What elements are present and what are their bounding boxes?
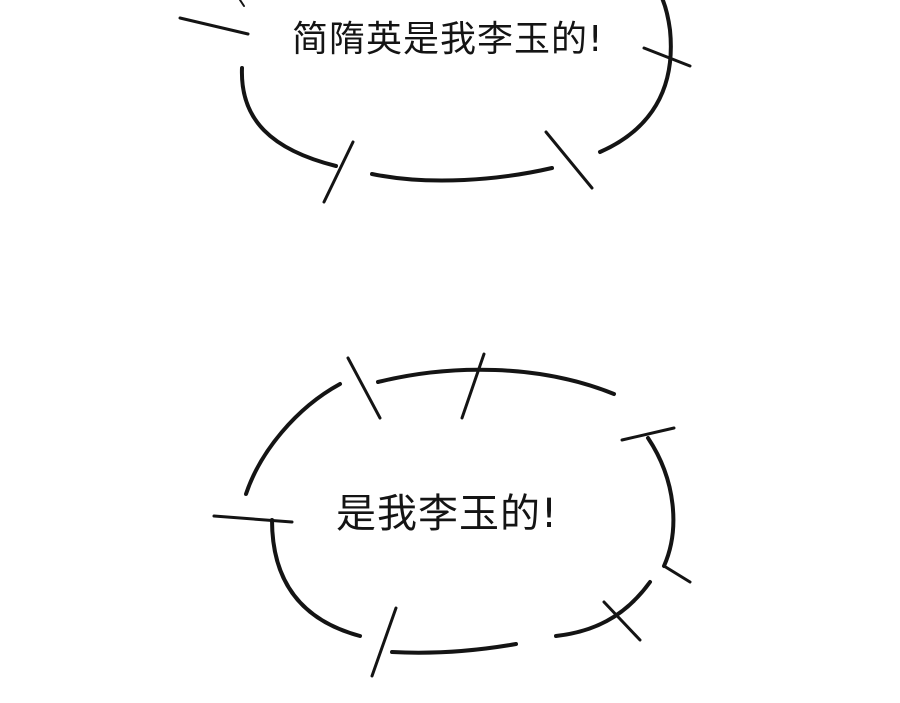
bubble-1-tick bbox=[642, 46, 692, 68]
bubble-2-outline-bottom bbox=[390, 642, 518, 655]
bubble-2-outline-top bbox=[376, 367, 616, 396]
bubble-2-outline-top-left bbox=[244, 382, 342, 496]
bubble-2-tick bbox=[460, 352, 486, 420]
bubble-2-outline-right bbox=[646, 436, 676, 568]
bubble-2-tick bbox=[370, 606, 398, 678]
bubble-2-tick bbox=[602, 600, 642, 642]
bubble-1-tick bbox=[239, 0, 245, 7]
speech-bubble-text: 是我李玉的! bbox=[336, 491, 559, 537]
bubble-1-outline-bottom bbox=[370, 166, 554, 183]
speech-bubble-text: 简隋英是我李玉的! bbox=[292, 19, 604, 60]
bubble-2-outline-left bbox=[270, 518, 362, 638]
bubble-1-tick bbox=[178, 16, 250, 36]
bubble-1-tick bbox=[322, 140, 355, 204]
bubble-1-outline-left bbox=[239, 66, 338, 168]
bubble-2-tick bbox=[620, 426, 676, 442]
bubble-1-tick bbox=[544, 130, 594, 190]
bubble-2-tick bbox=[346, 356, 382, 420]
bubble-2-tick bbox=[662, 564, 692, 584]
bubble-2-tick bbox=[212, 514, 294, 524]
bubble-1-outline-right bbox=[598, 0, 673, 154]
bubble-2-outline-bottom-right bbox=[554, 580, 652, 638]
